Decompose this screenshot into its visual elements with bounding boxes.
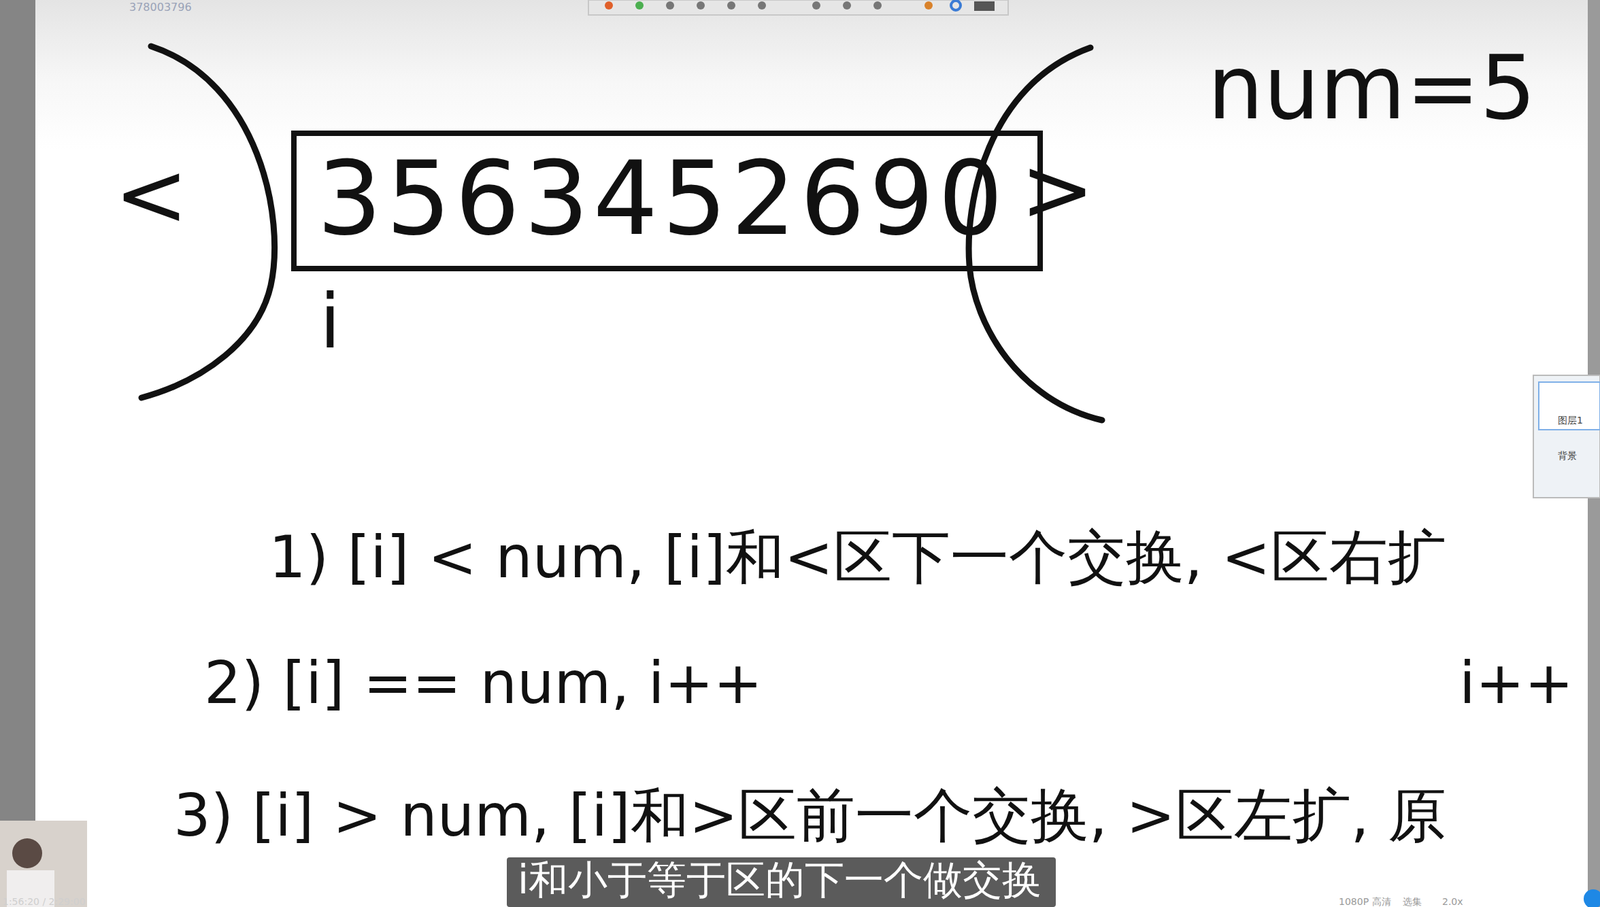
toolbar-icon xyxy=(696,1,705,10)
webcam-thumbnail xyxy=(0,821,88,907)
player-time: 1:56:20 / 2:29:00 xyxy=(2,896,86,907)
rule-text: 3) [i] > num, [i]和>区前一个交换, >区左扩, 原 xyxy=(173,782,1447,850)
rule-text: 2) [i] == num, i++ xyxy=(204,649,763,718)
array-box: 3563452690 xyxy=(291,130,1043,272)
toolbar-icon xyxy=(842,1,852,10)
toolbar-icon xyxy=(812,1,821,10)
pivot-value: num=5 xyxy=(1207,37,1537,140)
subtitle-band: i和小于等于区的下一个做交换 xyxy=(506,857,1056,907)
left-gray-strip xyxy=(0,0,36,907)
layers-panel xyxy=(1533,375,1600,498)
webcam-figure xyxy=(12,838,43,869)
player-button xyxy=(1583,889,1600,907)
toolbar-icon xyxy=(951,0,961,11)
layer-name: 背景 xyxy=(1557,450,1577,462)
player-quality: 1080P 高清 xyxy=(1338,896,1392,907)
toolbar-icon xyxy=(635,1,644,10)
toolbar-icon xyxy=(873,1,882,10)
toolbar-icon xyxy=(727,1,736,10)
index-marker: i xyxy=(319,278,341,366)
rule-text: i++ xyxy=(1459,649,1574,718)
toolbar-icon xyxy=(924,1,933,10)
subtitle-band-text: i和小于等于区的下一个做交换 xyxy=(517,857,1045,904)
layer-name: 图层1 xyxy=(1557,414,1583,426)
toolbar-icon xyxy=(604,1,613,10)
toolbar-icon xyxy=(974,1,995,11)
less-region-sign: < xyxy=(114,144,189,247)
array-box-text: 3563452690 xyxy=(317,140,1011,258)
player-menu: 选集 xyxy=(1402,896,1422,907)
watermark: 378003796 xyxy=(129,1,192,14)
toolbar xyxy=(588,0,1009,15)
rule-text: 1) [i] < num, [i]和<区下一个交换, <区右扩 xyxy=(268,523,1447,592)
layer-thumb xyxy=(1538,382,1600,430)
toolbar-icon xyxy=(757,1,766,10)
toolbar-icon xyxy=(665,1,675,10)
player-speed: 2.0x xyxy=(1442,896,1464,907)
greater-region-sign: > xyxy=(1020,139,1095,242)
